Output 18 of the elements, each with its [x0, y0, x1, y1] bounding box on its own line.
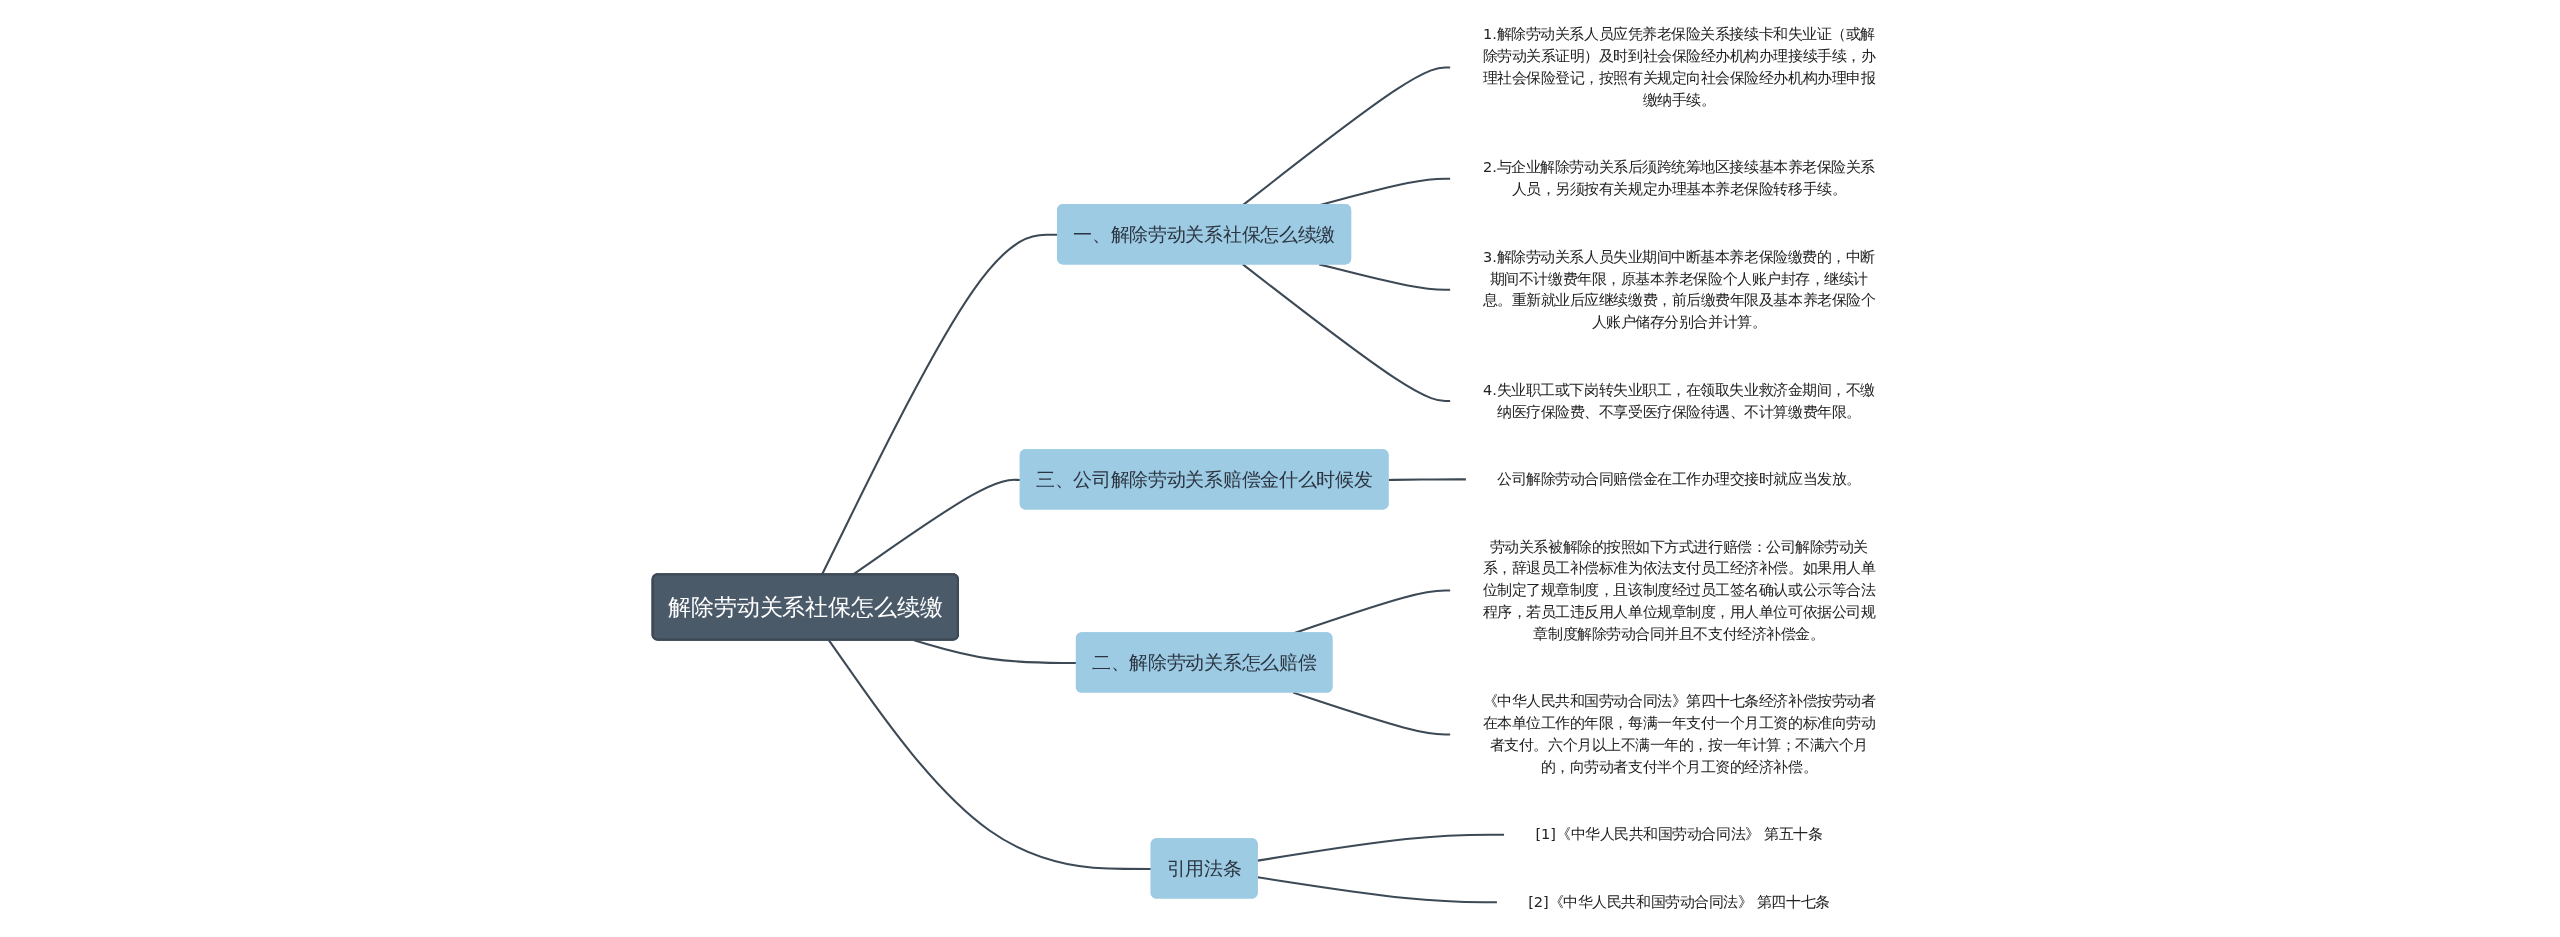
- node-text: [2]《中华人民共和国劳动合同法》 第四十七条: [1528, 893, 1830, 910]
- connector: [1257, 833, 1505, 862]
- connector: [1242, 263, 1451, 403]
- node-text: 4.失业职工或下岗转失业职工，在领取失业救济金期间，不缴纳医疗保险费、不享受医疗保险待遇、不计算缴费年限。: [1482, 381, 1875, 420]
- node-text: 公司解除劳动合同赔偿金在工作办理交接时就应当发放。: [1497, 470, 1861, 488]
- connector: [1319, 263, 1451, 291]
- connector: [827, 639, 1152, 870]
- node-text: 3.解除劳动关系人员失业期间中断基本养老保险缴费的，中断期间不计缴费年限，原基本养老保险个人账户封存，继续计息。重新就业后应继续缴费，前后缴费年限及基本养老保险个人账户储存分别合并计算。: [1482, 248, 1876, 331]
- connector: [1242, 66, 1451, 206]
- connector: [913, 639, 1077, 665]
- connector: [1388, 478, 1466, 481]
- node-text: 劳动关系被解除的按照如下方式进行赔偿：公司解除劳动关系，辞退员工补偿标准为依法支付员工经济补偿。如果用人单位制定了规章制度，且该制度经过员工签名确认或公示等合法程序，若员工违反用人单位规章制度，用人单位可依据公司规章制度解除劳动合同并且不支付经济补偿金。: [1482, 538, 1876, 642]
- connector: [1257, 876, 1497, 904]
- node-text: 1.解除劳动关系人员应凭养老保险关系接续卡和失业证（或解除劳动关系证明）及时到社会保险经办机构办理接续手续，办理社会保险登记，按照有关规定向社会保险经办机构办理申报缴纳手续。: [1482, 25, 1876, 109]
- connector: [1292, 691, 1451, 736]
- node-text: 2.与企业解除劳动关系后须跨统筹地区接续基本养老保险关系人员，另须按有关规定办理基本养老保险转移手续。: [1482, 158, 1875, 198]
- node-text: 《中华人民共和国劳动合同法》第四十七条经济补偿按劳动者在本单位工作的年限，每满一年支付一个月工资的标准向劳动者支付。六个月以上不满一年的，按一年计算；不满六个月的，向劳动者支付半个月工资的经济补偿。: [1482, 692, 1876, 775]
- node-text: [1]《中华人民共和国劳动合同法》 第五十条: [1535, 825, 1823, 843]
